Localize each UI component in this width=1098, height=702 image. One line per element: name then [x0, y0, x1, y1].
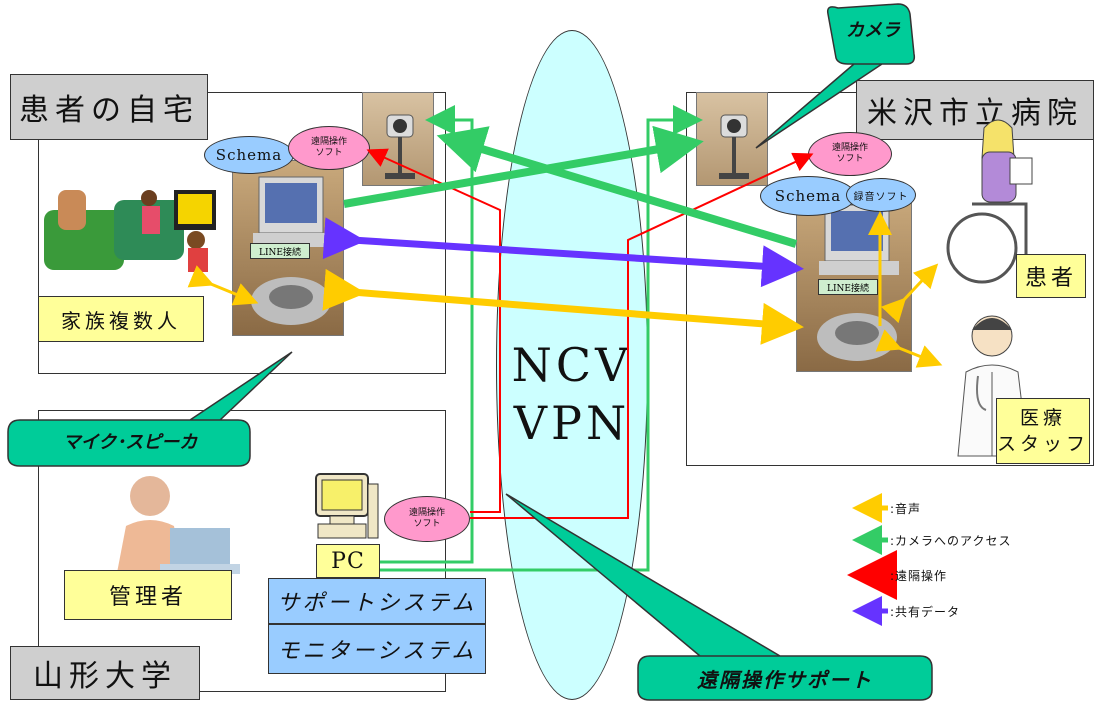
remote-support-callout-text: 遠隔操作サポート [697, 668, 873, 692]
home-remote-soft-line2: ソフト [315, 148, 343, 158]
hospital-recording-soft-oval: 録音ソフト [846, 178, 916, 212]
patient-label: 患者 [1016, 254, 1086, 298]
support-system-label: サポートシステム [268, 578, 486, 624]
hospital-line-badge: LINE接続 [818, 279, 878, 295]
university-remote-soft-line2: ソフト [413, 519, 441, 529]
legend-remote-text: :遠隔操作 [890, 569, 948, 583]
audio-line-patient [880, 263, 939, 324]
family-label: 家族複数人 [38, 296, 204, 342]
vpn-label-line2: VPN [513, 396, 631, 450]
legend-audio-text: :音声 [890, 502, 922, 516]
home-camera-photo [362, 92, 434, 186]
remote-control-line-home [366, 148, 501, 513]
vpn-label: NCV VPN [496, 336, 648, 452]
vpn-label-line1: NCV [511, 338, 633, 392]
remote-control-line-hospital [470, 152, 814, 519]
home-title: 患者の自宅 [10, 74, 208, 140]
university-remote-soft-line1: 遠隔操作 [408, 508, 445, 518]
audio-line-family [187, 265, 259, 306]
mic-callout-bubble [7, 351, 293, 467]
admin-label: 管理者 [64, 570, 232, 620]
home-line-badge: LINE接続 [250, 243, 310, 259]
camera-callout-text: カメラ [846, 20, 900, 41]
camera-stream-home-to-hospital [343, 125, 704, 208]
pc-label: PC [316, 544, 380, 578]
patient-illustration [932, 108, 1050, 290]
hospital-camera-photo [696, 92, 768, 186]
audio-line-main [322, 268, 804, 345]
hospital-title: 米沢市立病院 [856, 80, 1094, 140]
monitor-system-label: モニターシステム [268, 624, 486, 674]
hospital-remote-soft-line2: ソフト [836, 154, 864, 164]
home-schema-oval: Schema [204, 136, 294, 174]
shared-data-line [322, 217, 804, 288]
home-remote-soft-oval: 遠隔操作 ソフト [288, 126, 370, 170]
camera-access-line-hospital [380, 105, 703, 572]
remote-support-callout-bubble [505, 493, 933, 701]
hospital-schema-oval: Schema [760, 176, 856, 216]
admin-photo [100, 470, 242, 580]
hospital-remote-soft-oval: 遠隔操作 ソフト [808, 132, 892, 176]
legend-shared-text: :共有データ [890, 605, 961, 619]
university-title: 山形大学 [10, 646, 200, 700]
camera-callout-bubble [755, 3, 916, 149]
staff-label-line1: 医療 [1019, 407, 1066, 429]
staff-illustration [940, 306, 1044, 464]
audio-line-staff [875, 329, 943, 368]
staff-label: 医療 スタッフ [996, 398, 1090, 464]
legend-camera-text: :カメラへのアクセス [890, 534, 1012, 548]
university-remote-soft-oval: 遠隔操作 ソフト [384, 496, 470, 542]
mic-callout-text: マイク･スピーカ [62, 432, 198, 453]
family-photo [44, 180, 230, 282]
hospital-remote-soft-line1: 遠隔操作 [831, 143, 868, 153]
staff-label-line2: スタッフ [997, 433, 1090, 455]
university-pc-icon [312, 470, 382, 546]
home-remote-soft-line1: 遠隔操作 [310, 137, 347, 147]
